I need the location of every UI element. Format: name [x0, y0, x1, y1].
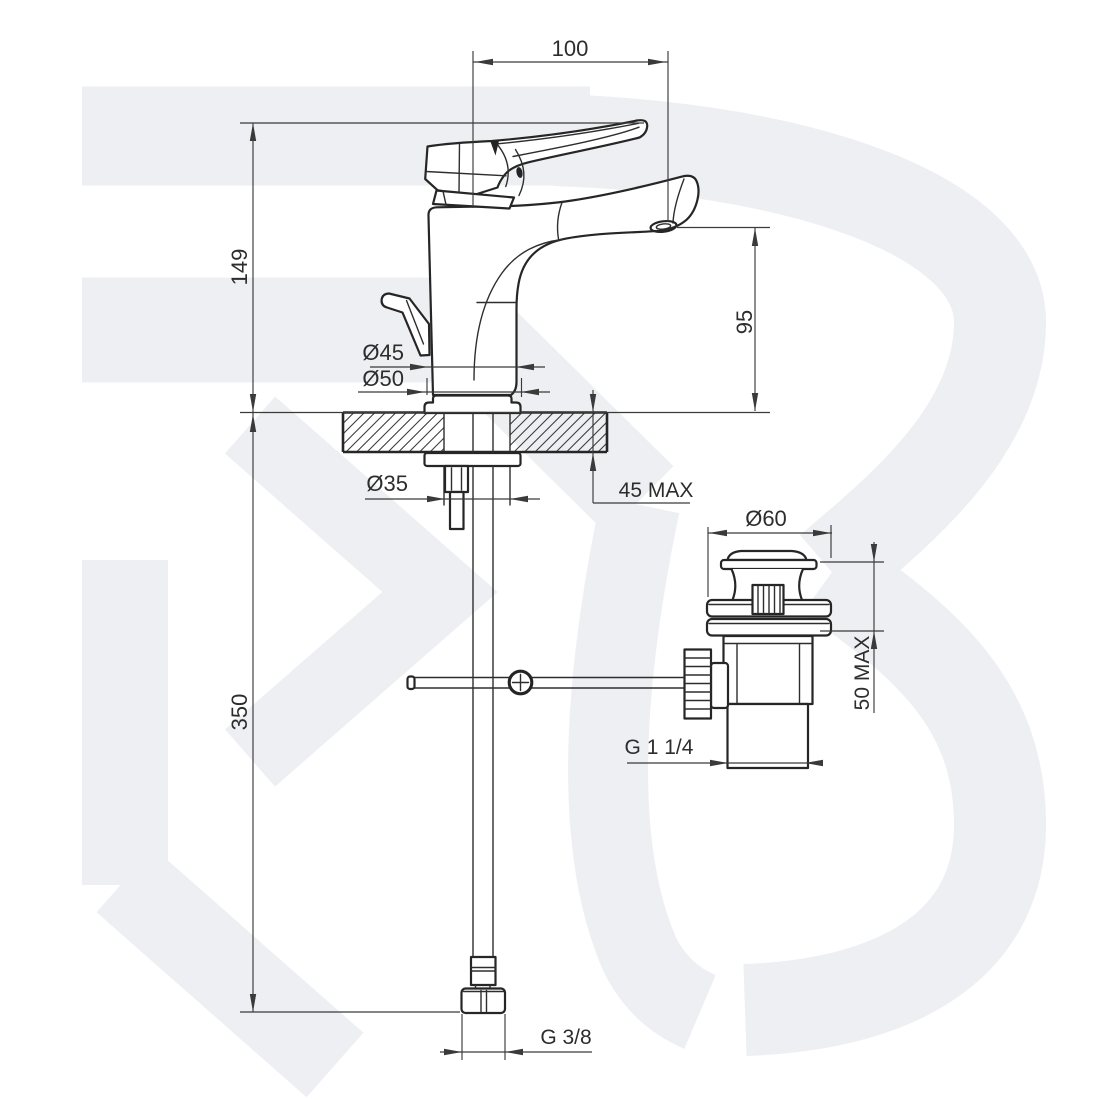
- dim-label-hose-length: 350: [227, 694, 252, 731]
- drain-body: [722, 634, 814, 706]
- dim-drain-thread: [627, 759, 823, 767]
- countertop-section: [341, 411, 609, 454]
- dim-drain-clamp-50max: [870, 542, 878, 713]
- dim-label-deck-thickness-max: 45 MAX: [619, 479, 694, 502]
- pop-up-lever: [380, 292, 431, 357]
- dimension-lines: [240, 51, 884, 1060]
- dim-height-149-and-350: [249, 123, 257, 1012]
- pop-up-rod: [406, 669, 686, 696]
- dimension-labels: 100 149 95 Ø45 Ø50 Ø35 45 MAX Ø60 50 MAX…: [227, 36, 874, 1049]
- dim-label-spout-reach: 100: [552, 36, 589, 61]
- spout-outlet: [649, 220, 678, 233]
- mounting-hardware: [423, 412, 522, 531]
- dim-label-drain-thread: G 1 1/4: [625, 736, 694, 759]
- drain-clamp-screw: [751, 583, 785, 616]
- dim-deck-thickness-45max: [589, 390, 690, 504]
- faucet-body-and-spout: [427, 174, 700, 397]
- lever-handle: [424, 119, 649, 210]
- mounting-washer: [423, 451, 522, 468]
- mounting-stud: [448, 490, 465, 531]
- dim-body-diameter-45: [370, 363, 545, 371]
- dim-label-supply-thread: G 3/8: [540, 1026, 591, 1049]
- dim-label-spout-height: 95: [732, 310, 757, 334]
- dim-spout-height-95: [751, 228, 759, 411]
- drain-cap-plate: [719, 558, 818, 571]
- drain-assembly: [683, 549, 833, 770]
- escutcheon: [423, 394, 522, 415]
- dim-label-body-diameter: Ø45: [362, 340, 404, 365]
- supply-nut: [460, 987, 507, 1015]
- rod-ball-joint: [507, 669, 534, 696]
- drain-lower-flange: [705, 617, 833, 637]
- dim-drain-diameter-60: [708, 529, 832, 537]
- dim-supply-thread: [440, 1048, 592, 1056]
- dim-spout-reach: [473, 58, 668, 66]
- brand-watermark: [82, 86, 1047, 1098]
- drain-knurled-nut: [683, 648, 730, 720]
- dim-label-base-diameter: Ø50: [362, 366, 404, 391]
- dim-label-hole-diameter: Ø35: [366, 471, 408, 496]
- faucet: [380, 119, 700, 415]
- dim-label-height-149: 149: [227, 249, 252, 286]
- dim-base-diameter-50: [358, 388, 550, 396]
- drain-tailpiece: [726, 702, 810, 770]
- dim-label-drain-clamp-max: 50 MAX: [851, 636, 874, 711]
- dim-label-drain-flange-diameter: Ø60: [745, 506, 787, 531]
- supply-hose: [460, 413, 507, 1015]
- threaded-shank: [443, 464, 470, 494]
- dim-hole-diameter-35: [365, 495, 540, 503]
- drain-cap-dome: [726, 549, 808, 562]
